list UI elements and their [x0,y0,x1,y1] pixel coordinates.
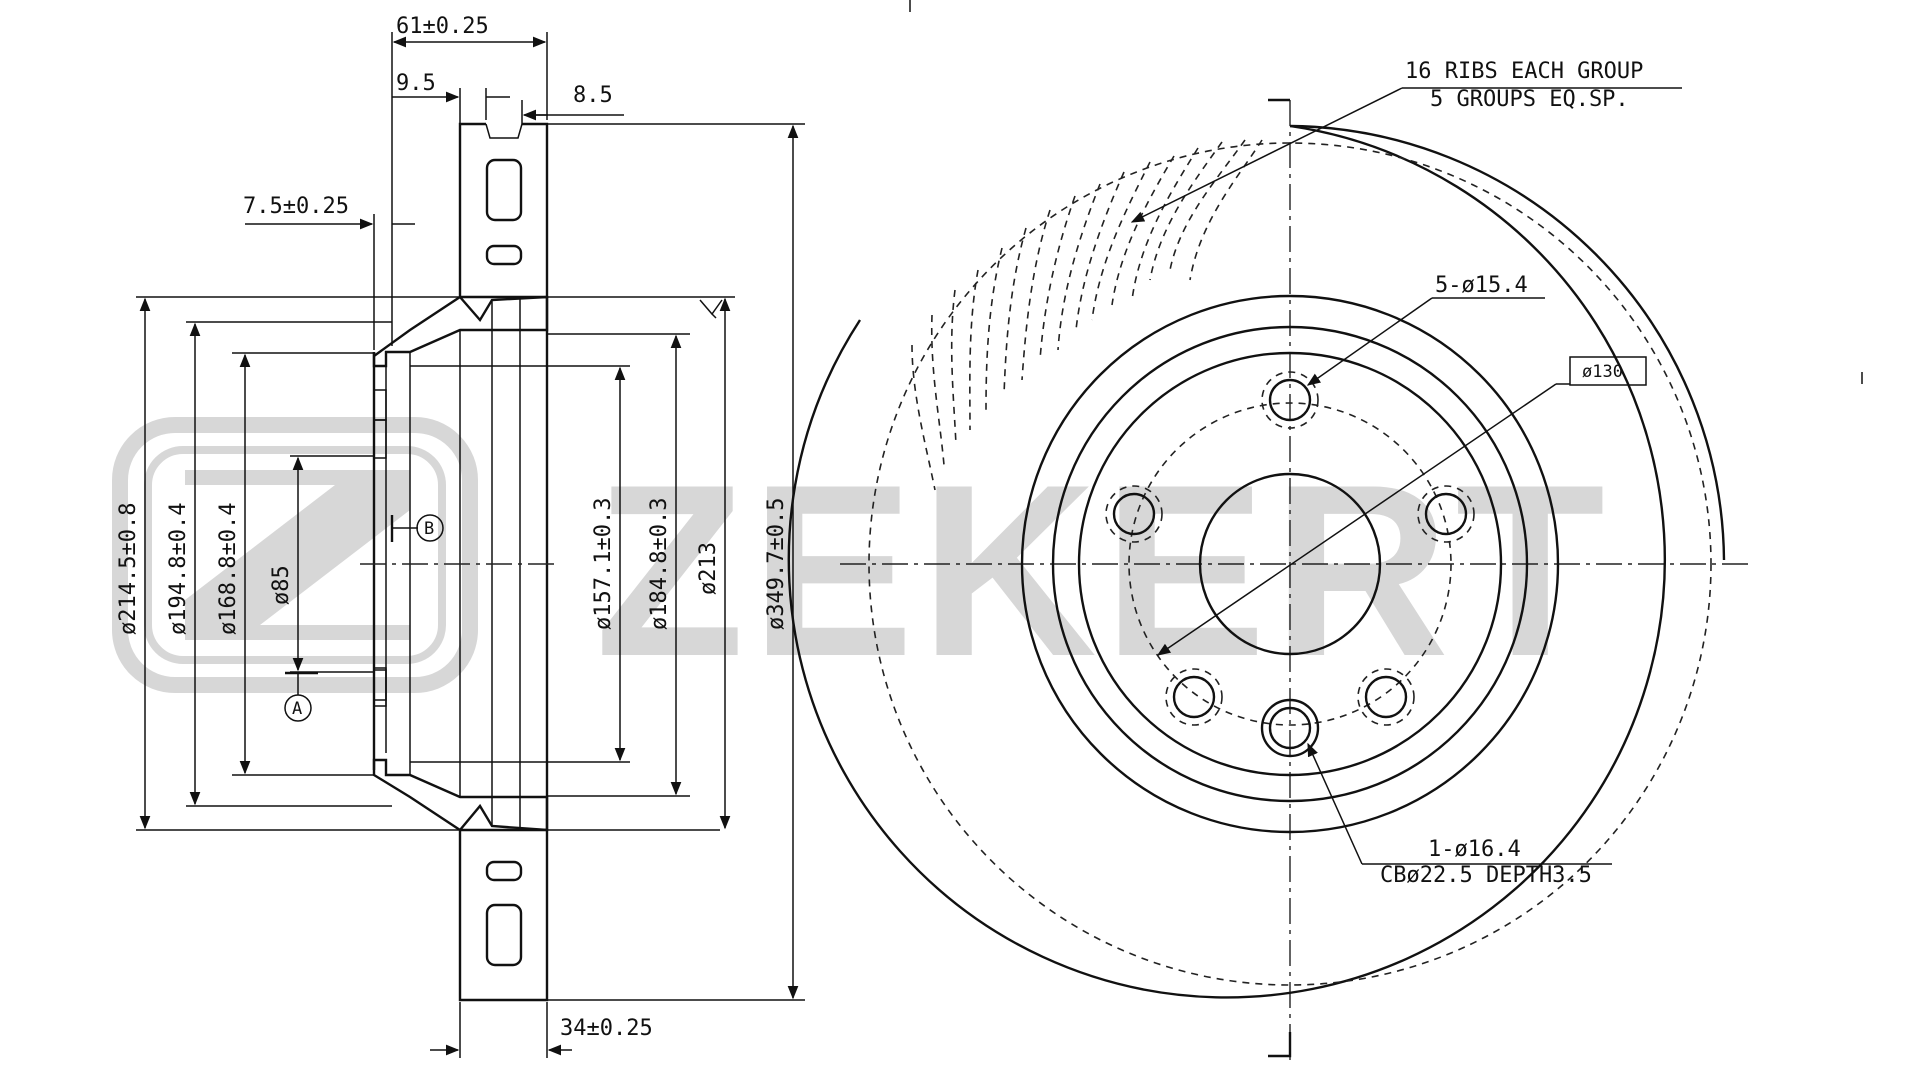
dim-hub-7-5: 7.5±0.25 [243,194,349,219]
dim-offset-9-5: 9.5 [396,71,436,96]
watermark-text: ZEKERT [595,433,1611,707]
front-view: 16 RIBS EACH GROUP 5 GROUPS EQ.SP. 5-ø15… [787,0,1863,1060]
zekert-watermark: ZEKERT [112,417,1611,707]
section-view [360,118,560,1002]
dim-offset-8-5: 8.5 [573,83,613,108]
ribs-note-line2: 5 GROUPS EQ.SP. [1430,87,1629,112]
datum-a: A [292,699,302,719]
counterbore-line1: 1-ø16.4 [1428,837,1521,862]
dim-d184-8: ø184.8±0.3 [647,498,672,630]
dim-d194-8: ø194.8±0.4 [166,503,191,635]
dim-thickness-34: 34±0.25 [560,1016,653,1041]
datum-b: B [424,519,434,539]
dim-d168-8: ø168.8±0.4 [216,503,241,635]
vent-ribs [911,139,1263,491]
holes-callout: 5-ø15.4 [1435,273,1528,298]
pcd-box-label: ø130 [1582,362,1623,382]
bolt-holes [1105,371,1475,758]
dim-d213: ø213 [696,542,721,595]
counterbore-line2: CBø22.5 DEPTH3.5 [1380,863,1592,888]
dim-d157-1: ø157.1±0.3 [591,498,616,630]
ribs-note-line1: 16 RIBS EACH GROUP [1405,59,1643,84]
dim-d85: ø85 [269,565,294,605]
section-dimensions: 61±0.25 9.5 8.5 7.5±0.25 34±0.25 ø214.5±… [116,14,805,1058]
dim-d349-7: ø349.7±0.5 [764,498,789,630]
dim-d214-5: ø214.5±0.8 [116,503,141,635]
dim-width-61: 61±0.25 [396,14,489,39]
